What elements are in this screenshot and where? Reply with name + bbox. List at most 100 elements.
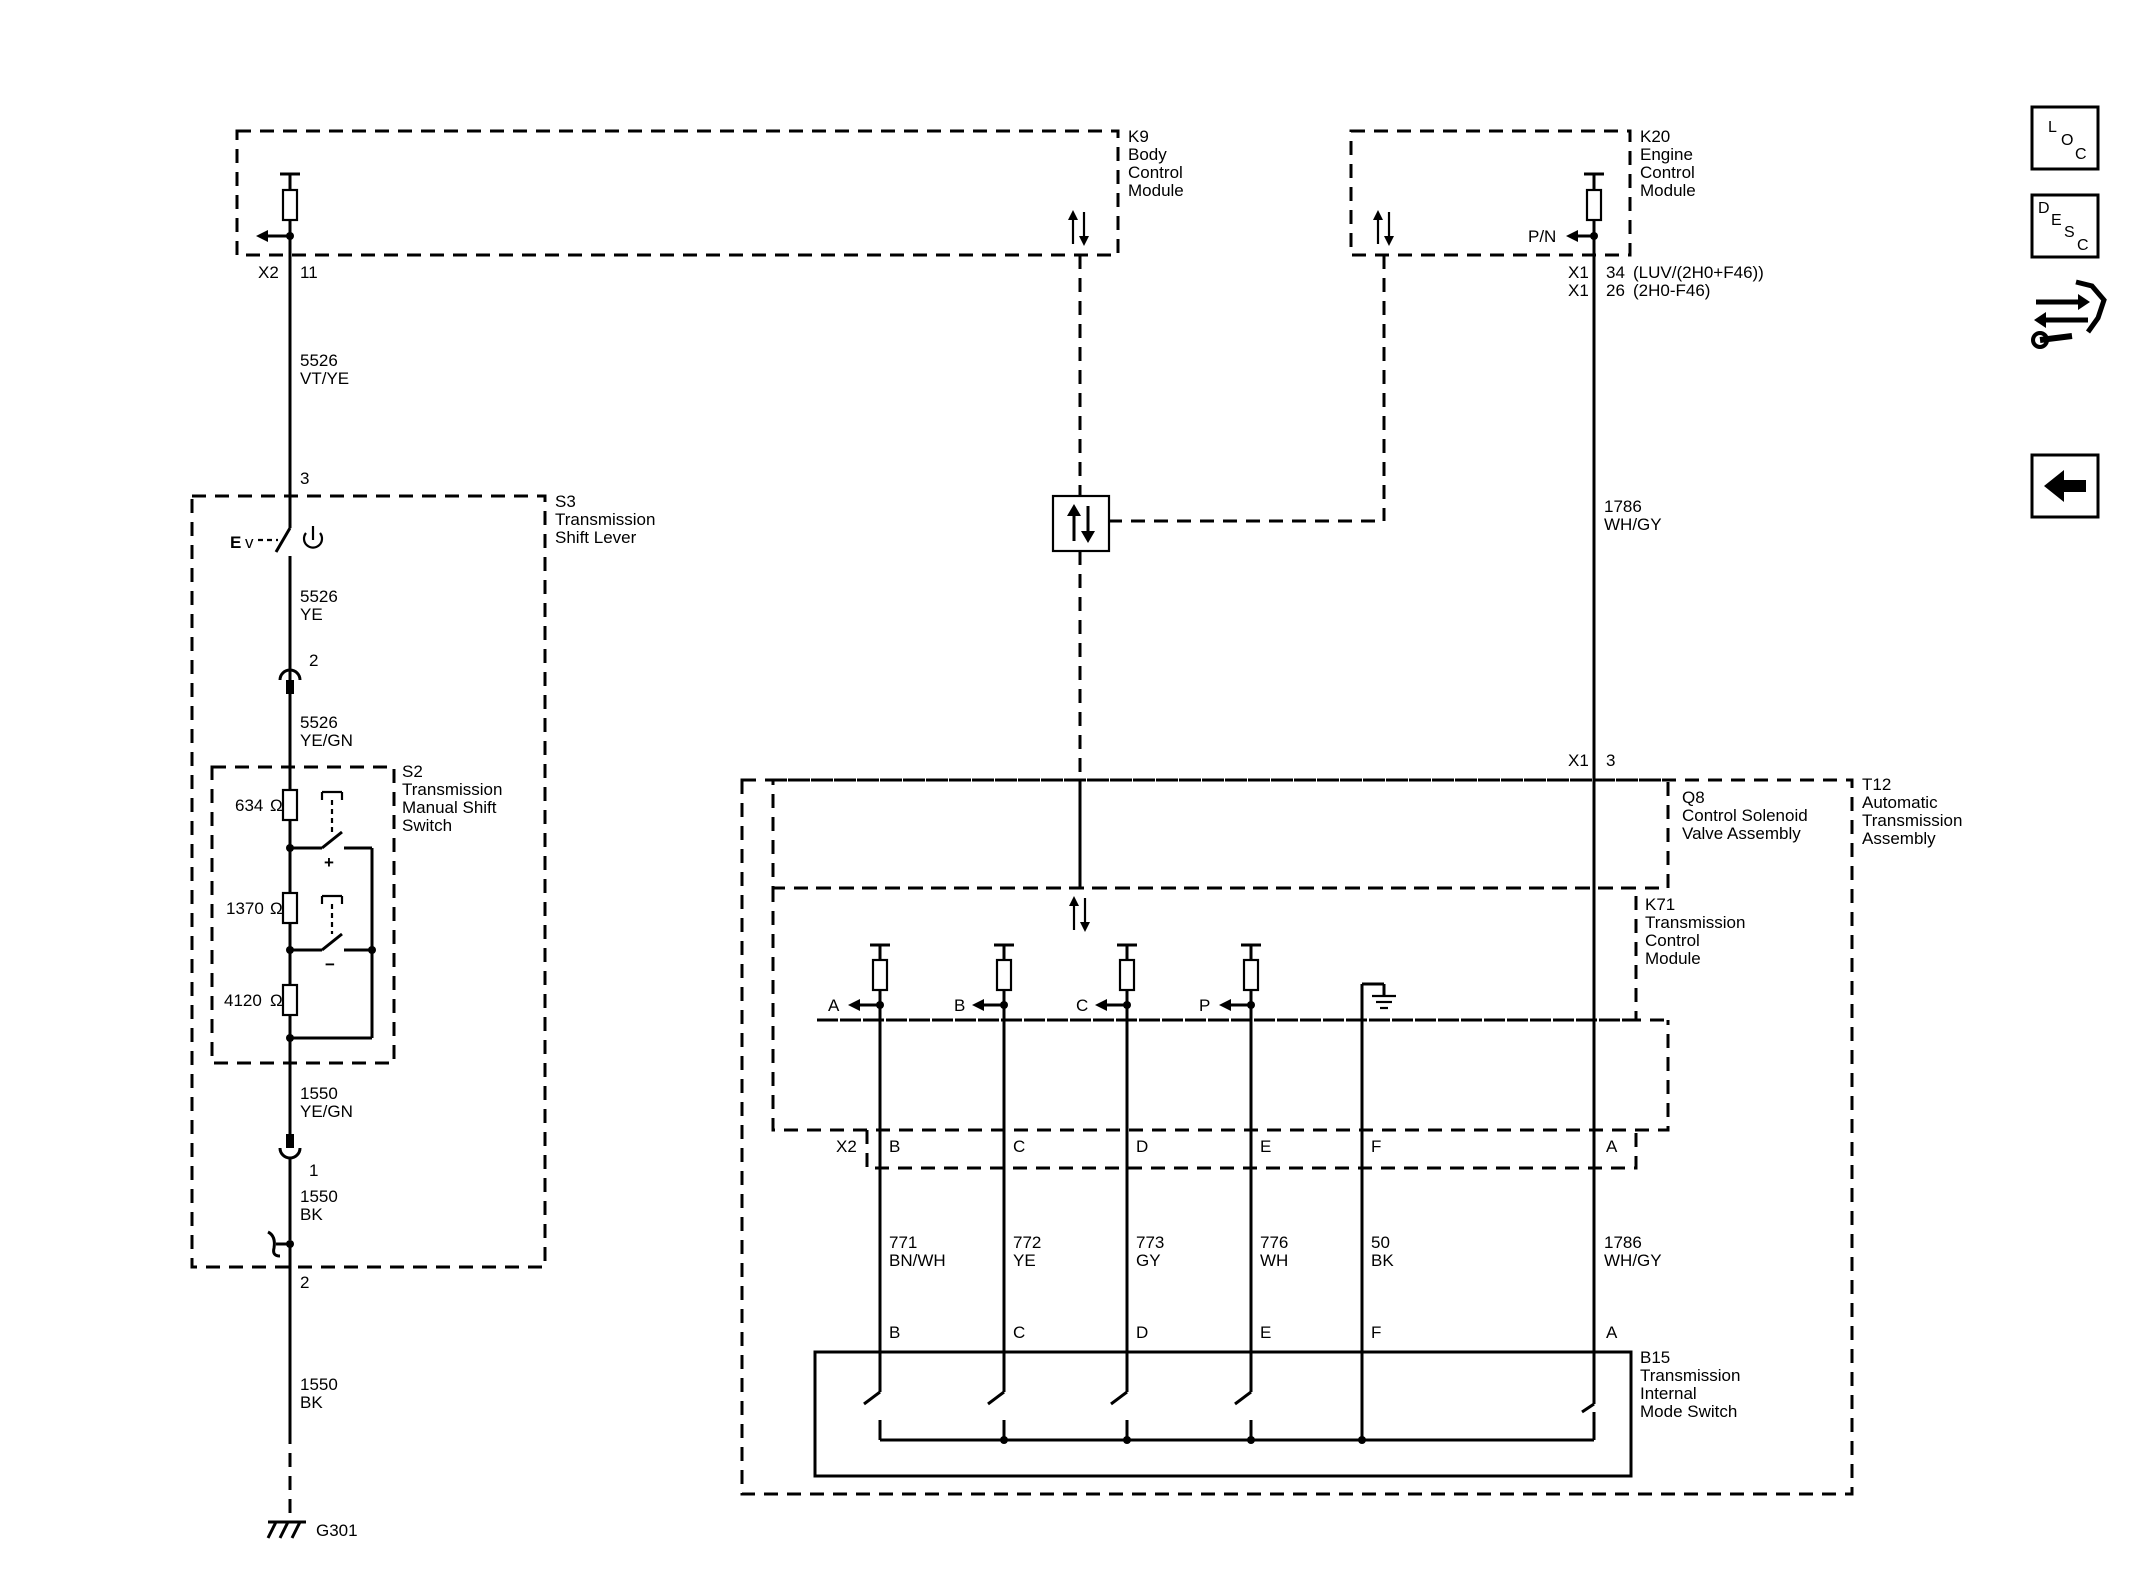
wire-771-circuit: 771: [889, 1233, 917, 1252]
k20-x1-a: X1: [1568, 263, 1589, 282]
t12-name-3: Assembly: [1862, 829, 1936, 848]
wire-771-color: BN/WH: [889, 1251, 946, 1270]
t12-name-2: Transmission: [1862, 811, 1962, 830]
q8-id: Q8: [1682, 788, 1705, 807]
wire-5526-ye-color: YE: [300, 605, 323, 624]
x2-pin-labels: B C D E F A: [889, 1137, 1618, 1156]
wire-5526-ye-circuit: 5526: [300, 587, 338, 606]
b15-pin-f: F: [1371, 1323, 1381, 1342]
k71-output-channels: A B C: [828, 943, 1396, 1440]
k20-pin-34: 34: [1606, 263, 1625, 282]
b15-id: B15: [1640, 1348, 1670, 1367]
b15-pin-c: C: [1013, 1323, 1025, 1342]
x2-pin-d: D: [1136, 1137, 1148, 1156]
wire-773-color: GY: [1136, 1251, 1161, 1270]
channel-p-label: P: [1199, 996, 1210, 1015]
inline-connector-2: [278, 668, 302, 694]
s2-name-1: Transmission: [402, 780, 502, 799]
desc-c: C: [2077, 237, 2089, 254]
s3-id: S3: [555, 492, 576, 511]
x2-pin-b: B: [889, 1137, 900, 1156]
k9-name-2: Control: [1128, 163, 1183, 182]
resistor-634: [281, 788, 299, 822]
desc-s: S: [2064, 224, 2075, 241]
wire-1550-bk-a-color: BK: [300, 1205, 323, 1224]
s2-name-3: Switch: [402, 816, 452, 835]
loc-o: O: [2061, 132, 2073, 149]
t12-x1-pin: 3: [1606, 751, 1615, 770]
k20-id: K20: [1640, 127, 1670, 146]
wire-5526-yegn-color: YE/GN: [300, 731, 353, 750]
wire-5526-yegn-circuit: 5526: [300, 713, 338, 732]
s3-pin-1: 1: [309, 1161, 318, 1180]
resistor-1370-unit: Ω: [270, 899, 283, 918]
t12-automatic-transmission-assembly[interactable]: T12 Automatic Transmission Assembly: [740, 775, 1962, 1496]
t12-x1-conn: X1: [1568, 751, 1589, 770]
ground-g301-icon[interactable]: G301: [266, 1520, 358, 1540]
channel-p: P: [1199, 943, 1261, 1392]
b15-pin-b: B: [889, 1323, 900, 1342]
x2-pin-e: E: [1260, 1137, 1271, 1156]
s3-name-2: Shift Lever: [555, 528, 637, 547]
k20-serial-data-icon: [1373, 210, 1394, 246]
wire-773-circuit: 773: [1136, 1233, 1164, 1252]
k9-body-control-module[interactable]: K9 Body Control Module: [235, 127, 1184, 257]
b15-name-3: Mode Switch: [1640, 1402, 1737, 1421]
k9-serial-data-icon: [1068, 210, 1089, 246]
b15-pin-a: A: [1606, 1323, 1618, 1342]
serial-data-bus: [1051, 255, 1386, 888]
back-button[interactable]: [2030, 453, 2100, 519]
k20-pn-label: P/N: [1528, 227, 1556, 246]
k20-pin-26: 26: [1606, 281, 1625, 300]
k71-internal-ground: [1360, 982, 1396, 1440]
s3-transmission-shift-lever[interactable]: S3 Transmission Shift Lever: [190, 492, 655, 1269]
k20-pin-34-note: (LUV/(2H0+F46)): [1633, 263, 1764, 282]
s2-name-2: Manual Shift: [402, 798, 497, 817]
b15-transmission-internal-mode-switch[interactable]: B15 Transmission Internal Mode Switch: [813, 1348, 1740, 1478]
k20-engine-control-module[interactable]: K20 Engine Control Module P/N: [1349, 127, 1696, 257]
loc-l: L: [2048, 119, 2057, 136]
desc-button[interactable]: D E S C: [2030, 193, 2100, 259]
connector-wrench-icon[interactable]: [2031, 279, 2107, 349]
q8-control-solenoid-valve-assembly[interactable]: Q8 Control Solenoid Valve Assembly: [771, 778, 1808, 1132]
k20-name-3: Module: [1640, 181, 1696, 200]
plus-mark: +: [324, 853, 334, 872]
s2-transmission-manual-shift-switch[interactable]: S2 Transmission Manual Shift Switch 634 …: [210, 762, 502, 1065]
wire-1550-yegn-circuit: 1550: [300, 1084, 338, 1103]
minus-mark: −: [325, 955, 335, 974]
k9-name-1: Body: [1128, 145, 1167, 164]
channel-b-label: B: [954, 996, 965, 1015]
resistor-634-value: 634: [235, 796, 263, 815]
s3-pin-2b: 2: [300, 1273, 309, 1292]
channel-c: C: [1076, 943, 1137, 1392]
channel-b-arrow-icon: [972, 999, 984, 1011]
b15-pin-labels: B C D E F A: [889, 1323, 1618, 1342]
power-icon: [302, 526, 324, 549]
wire-50-color: BK: [1371, 1251, 1394, 1270]
ground-g301-label: G301: [316, 1521, 358, 1540]
x2-pin-c: C: [1013, 1137, 1025, 1156]
wire-772-color: YE: [1013, 1251, 1036, 1270]
q8-name-2: Valve Assembly: [1682, 824, 1801, 843]
b15-pin-d: D: [1136, 1323, 1148, 1342]
svg-text:v: v: [245, 533, 254, 552]
wire-776-color: WH: [1260, 1251, 1288, 1270]
b15-name-1: Transmission: [1640, 1366, 1740, 1385]
wire-1550-bk-a-circuit: 1550: [300, 1187, 338, 1206]
t12-x2-label: X2: [836, 1137, 857, 1156]
k71-name-3: Module: [1645, 949, 1701, 968]
wire-1550-bk-b-circuit: 1550: [300, 1375, 338, 1394]
inline-connector-1: [278, 1134, 302, 1160]
channel-a-label: A: [828, 996, 840, 1015]
x2-pin-a: A: [1606, 1137, 1618, 1156]
k20-name-1: Engine: [1640, 145, 1693, 164]
s2-id: S2: [402, 762, 423, 781]
s3-ground-connector: [267, 1230, 294, 1258]
plus-switch: [321, 830, 343, 850]
loc-button[interactable]: L O C: [2030, 105, 2100, 171]
channel-a: A: [828, 943, 890, 1392]
k9-id: K9: [1128, 127, 1149, 146]
k71-name-1: Transmission: [1645, 913, 1745, 932]
channel-b: B: [954, 943, 1014, 1392]
